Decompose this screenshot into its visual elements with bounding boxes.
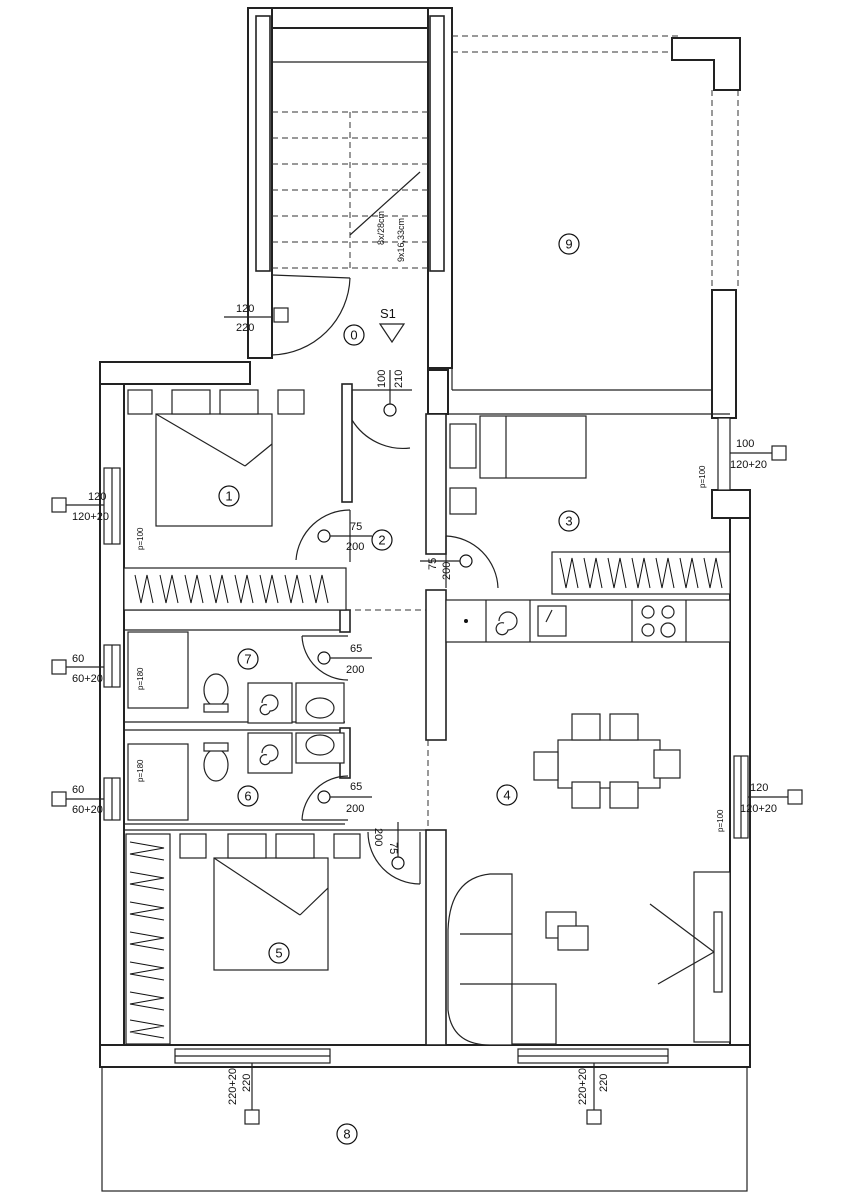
room-5-furniture xyxy=(125,833,361,1045)
bath6-door-width: 65 xyxy=(350,781,362,793)
terrace-9 xyxy=(451,28,741,419)
section-marker: S1 xyxy=(380,306,396,321)
room-3-furniture xyxy=(449,415,731,595)
room3-door-width: 75 xyxy=(427,558,439,570)
opening-annotations: 120 220 100 210 75 200 75 200 65 200 65 … xyxy=(51,303,803,1125)
room-number-0: 0 xyxy=(350,328,357,343)
win-room4-width: 120 xyxy=(750,782,768,794)
room5-door-width: 75 xyxy=(387,842,399,854)
hall-door-height: 210 xyxy=(393,370,405,388)
room-number-9: 9 xyxy=(565,237,572,252)
win-bath6-width: 60 xyxy=(72,784,84,796)
win-room4-height: 120+20 xyxy=(740,803,777,815)
room-number-2: 2 xyxy=(378,533,385,548)
room-number-8: 8 xyxy=(343,1127,350,1142)
win-room1-width: 120 xyxy=(88,491,106,503)
windows xyxy=(103,417,749,1064)
room5-door-height: 200 xyxy=(372,828,384,846)
parapet-room3: p=100 xyxy=(698,465,707,488)
room-number-5: 5 xyxy=(275,946,282,961)
win-bottom-right-width: 220 xyxy=(598,1074,610,1092)
stair-label-2: 9x16,33cm xyxy=(396,218,406,262)
room1-door-width: 75 xyxy=(350,521,362,533)
bath6-door-height: 200 xyxy=(346,803,364,815)
parapet-room4: p=100 xyxy=(716,809,725,832)
partitions xyxy=(124,383,730,1046)
entry-door-height: 220 xyxy=(236,322,254,334)
win-bath6-height: 60+20 xyxy=(72,804,103,816)
stair-tower xyxy=(247,7,453,369)
bath7-door-height: 200 xyxy=(346,664,364,676)
parapet-bath6: p=180 xyxy=(136,759,145,782)
room-number-1: 1 xyxy=(225,489,232,504)
room1-door-height: 200 xyxy=(346,541,364,553)
room-number-6: 6 xyxy=(244,789,251,804)
balcony-8 xyxy=(101,1066,748,1192)
win-bottom-left-width: 220 xyxy=(241,1074,253,1092)
room-4-furniture xyxy=(445,599,731,1046)
parapet-room1: p=100 xyxy=(136,527,145,550)
hall-door-width: 100 xyxy=(376,370,388,388)
win-bottom-left-height: 220+20 xyxy=(227,1068,239,1105)
win-bath7-width: 60 xyxy=(72,653,84,665)
room-number-4: 4 xyxy=(503,788,510,803)
bath7-door-width: 65 xyxy=(350,643,362,655)
win-bath7-height: 60+20 xyxy=(72,673,103,685)
win-room3-width: 100 xyxy=(736,438,754,450)
room-number-3: 3 xyxy=(565,514,572,529)
room-number-7: 7 xyxy=(244,652,251,667)
stair-label-1: 8x/28cm xyxy=(376,211,386,245)
bathroom-fixtures xyxy=(127,631,345,821)
win-bottom-right-height: 220+20 xyxy=(577,1068,589,1105)
room-1-furniture xyxy=(123,389,347,611)
win-room3-height: 120+20 xyxy=(730,459,767,471)
room-labels: 0 1 2 3 4 5 6 7 8 9 xyxy=(218,233,580,1145)
entry-door-width: 120 xyxy=(236,303,254,315)
room3-door-height: 200 xyxy=(441,562,453,580)
parapet-bath7: p=180 xyxy=(136,667,145,690)
win-room1-height: 120+20 xyxy=(72,511,109,523)
